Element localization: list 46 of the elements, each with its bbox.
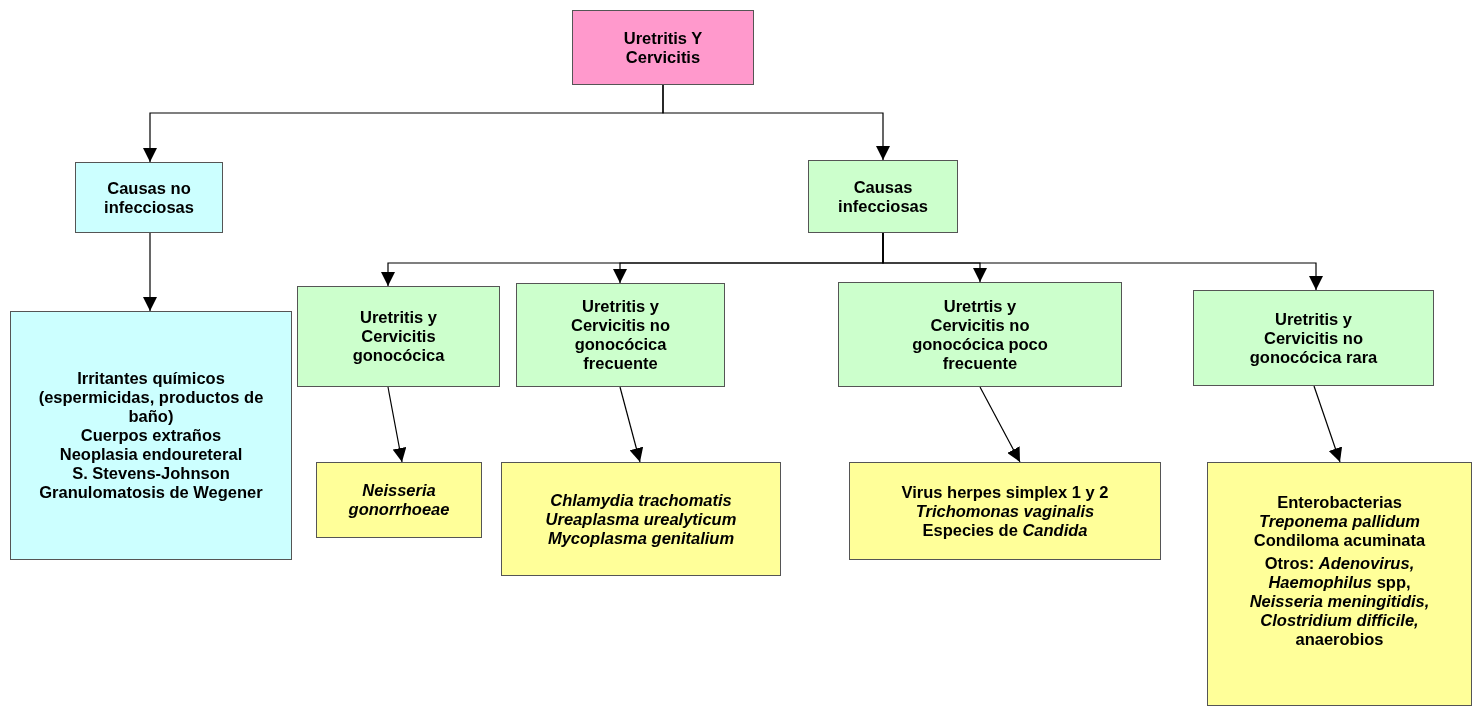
node-text: Granulomatosis de Wegener (38, 483, 264, 502)
arrow (143, 232, 157, 312)
node-text: Haemophilus spp, (1268, 573, 1411, 592)
node-text: Uretritis y Cervicitis no gonocócica frecuente (569, 297, 671, 373)
node-text: Causas no infecciosas (103, 178, 195, 217)
arrow (387, 386, 407, 463)
node-text: Clostridium difficile, (1260, 611, 1419, 630)
category-box (516, 283, 725, 387)
node-text: Virus herpes simplex 1 y 2 (901, 482, 1109, 502)
category-box (1193, 290, 1434, 386)
node-text: S. Stevens-Johnson (71, 464, 231, 483)
node-text: Chlamydia trachomatis (550, 490, 732, 510)
pathogen-box (1207, 462, 1472, 706)
node-text: Uretritis y Cervicitis gonocócica (351, 308, 446, 365)
arrow (662, 84, 890, 161)
node-text: Neisseria gonorrhoeae (347, 481, 451, 519)
node-text: Causas infecciosas (837, 177, 929, 216)
category-box (838, 282, 1122, 387)
node-text: Enterobacterias (1277, 493, 1402, 512)
node-text: Especies de Candida (922, 520, 1088, 540)
category-box (10, 311, 292, 560)
node-text: Treponema pallidum (1258, 512, 1421, 531)
node-text: Otros: Adenovirus, (1264, 554, 1415, 573)
node-text: Uretritis y Cervicitis no gonocócica rara (1248, 309, 1379, 367)
node-text: Irritantes químicos (espermicidas, productos de baño) (37, 369, 265, 426)
node-text: Cuerpos extraños (79, 426, 223, 445)
arrow (1313, 385, 1343, 463)
pathogen-box (849, 462, 1161, 560)
node-text: Ureaplasma urealyticum (545, 509, 737, 529)
category-box (808, 160, 958, 233)
node-text: Neisseria meningitidis, (1249, 592, 1430, 611)
node-text: anaerobios (1295, 630, 1384, 649)
category-box (297, 286, 500, 387)
pathogen-box (316, 462, 482, 538)
node-text: Mycoplasma genitalium (547, 528, 735, 548)
pathogen-box (501, 462, 781, 576)
node-text: Neoplasia endoureteral (58, 445, 244, 464)
title-box (572, 10, 754, 85)
arrow (882, 232, 1323, 291)
category-box (75, 162, 223, 233)
node-text: Uretrtis y Cervicitis no gonocócica poco frecuente (911, 296, 1049, 373)
arrow (979, 386, 1021, 463)
node-text: Trichomonas vaginalis (915, 501, 1095, 521)
node-text: Condiloma acuminata (1253, 531, 1426, 550)
arrow (619, 386, 644, 463)
node-text: Uretritis Y Cervicitis (622, 28, 704, 67)
